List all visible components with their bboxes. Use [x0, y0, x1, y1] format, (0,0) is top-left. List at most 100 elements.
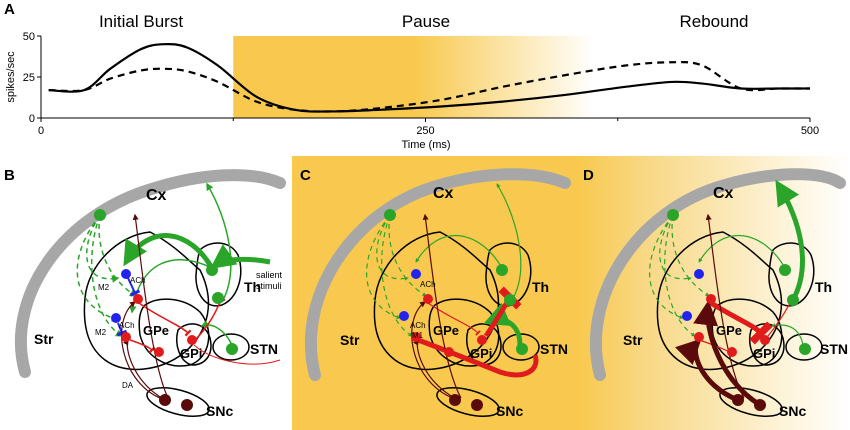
snc-neuron-2: [754, 399, 766, 411]
label-gpe: GPe: [143, 323, 169, 338]
x-axis-label: Time (ms): [401, 139, 450, 151]
cortex-to-d2-dashed: [90, 214, 124, 337]
stn-outline: [785, 333, 823, 361]
cortex-arc: [589, 168, 846, 381]
d2-neuron: [121, 332, 131, 342]
label-gpi: GPi: [753, 346, 775, 361]
label-m2-1: M2: [98, 283, 110, 292]
gpe-neuron: [444, 347, 454, 357]
gpe-neuron: [154, 347, 164, 357]
x-tick-label: 500: [801, 125, 819, 137]
y-axis-label: spikes/sec: [5, 51, 17, 103]
y-tick-label: 0: [29, 113, 35, 125]
ach-interneuron-1: [694, 269, 704, 279]
phase-label-burst: Initial Burst: [99, 12, 183, 31]
x-tick-label: 250: [416, 125, 434, 137]
pause-shading: [233, 36, 595, 118]
snc-neuron-2: [471, 399, 483, 411]
label-gpi: GPi: [470, 346, 492, 361]
label-stn: STN: [250, 341, 278, 357]
cortex-neuron: [667, 209, 679, 221]
panel-b: B Cx: [4, 167, 286, 419]
cortex-to-d2-dashed: [664, 214, 696, 337]
cortex-to-d2-dashed: [381, 214, 413, 337]
phase-label-pause: Pause: [402, 12, 450, 31]
y-ticks: 0 25 50: [23, 31, 41, 125]
x-tick-label: 0: [38, 125, 44, 137]
salient-to-thalamus-thick: [209, 244, 271, 269]
stn-to-gpi-thick: [483, 302, 523, 346]
d2-to-gpe: [129, 339, 156, 354]
cortex-to-d1-dashed: [388, 214, 427, 297]
y-tick-label: 25: [23, 72, 35, 84]
panel-d: D Cx Str GPe GPi: [583, 167, 848, 419]
label-gpe: GPe: [433, 323, 459, 338]
thalamus-neuron-1: [206, 264, 218, 276]
snc-da-to-d1-thick: [693, 300, 762, 408]
label-th: Th: [244, 279, 261, 295]
thalamus-neuron-1: [779, 264, 791, 276]
label-th: Th: [815, 279, 832, 295]
thalamus-neuron-1: [496, 264, 508, 276]
cortex-to-ach2-dashed: [649, 214, 684, 319]
d1-to-gpi: [427, 302, 481, 336]
cortex-arc: [304, 168, 571, 381]
thalamus-neuron-2: [504, 294, 516, 306]
label-m2-2: M2: [95, 328, 107, 337]
label-cx: Cx: [713, 185, 734, 202]
d1-to-gpi: [138, 302, 192, 337]
snc-da-to-d2: [412, 338, 459, 401]
d2-to-gpe-to-stn-thick: [417, 337, 539, 378]
label-m1: M1: [412, 331, 424, 340]
snc-outline: [436, 387, 500, 417]
panel-label-d: D: [583, 167, 594, 184]
stn-neuron: [516, 343, 528, 355]
cortex-arc: [14, 169, 286, 378]
label-snc: SNc: [496, 403, 523, 419]
cortex-to-d1-dashed: [98, 214, 138, 297]
label-th: Th: [532, 279, 549, 295]
stn-outline: [502, 333, 540, 361]
ach-interneuron-1: [121, 269, 131, 279]
cortex-neuron: [94, 209, 106, 221]
label-ach-2: ACh: [410, 321, 426, 330]
panel-label-b: B: [4, 167, 15, 184]
ach1-to-d1: [127, 277, 141, 297]
cortex-to-ach-dashed: [86, 214, 120, 283]
snc-neuron-1: [732, 394, 744, 406]
label-ach-1: ACh: [130, 276, 146, 285]
snc-neuron-2: [181, 399, 193, 411]
cortex-neuron: [384, 209, 396, 221]
label-str: Str: [340, 332, 360, 348]
snc-da-to-cortex: [705, 213, 745, 399]
stn-neuron: [799, 343, 811, 355]
ach-interneuron-1: [411, 269, 421, 279]
snc-da-to-cortex: [422, 213, 462, 399]
thalamus-neuron-2: [212, 292, 224, 304]
y-tick-label: 50: [23, 31, 35, 43]
label-ach-2: ACh: [119, 321, 135, 330]
stn-to-gpi-arrow: [200, 320, 233, 346]
snc-neuron-1: [449, 394, 461, 406]
thalamus-to-cortex-thick: [775, 179, 805, 302]
label-snc: SNc: [206, 403, 233, 419]
cortex-to-ach-dashed: [659, 214, 692, 281]
cortex-to-d1-dashed: [671, 214, 710, 297]
label-stn: STN: [540, 341, 568, 357]
gpi-neuron: [187, 335, 197, 345]
label-salient-1: salient: [256, 270, 283, 280]
snc-da-to-d1: [121, 301, 166, 401]
stn-outline: [212, 333, 250, 361]
ach-interneuron-2: [399, 311, 409, 321]
panel-c: C Cx ACh ACh M1: [300, 167, 571, 419]
cortex-to-ach-dashed: [376, 214, 409, 281]
label-ach-1: ACh: [420, 280, 436, 289]
snc-da-to-d2: [122, 338, 166, 401]
panel-label-c: C: [300, 167, 311, 184]
label-stn: STN: [820, 341, 848, 357]
thalamus-neuron-2: [787, 294, 799, 306]
thalamus-to-str: [698, 235, 786, 269]
cortex-to-ach2-dashed: [366, 214, 401, 319]
snc-da-to-d1: [411, 301, 459, 401]
